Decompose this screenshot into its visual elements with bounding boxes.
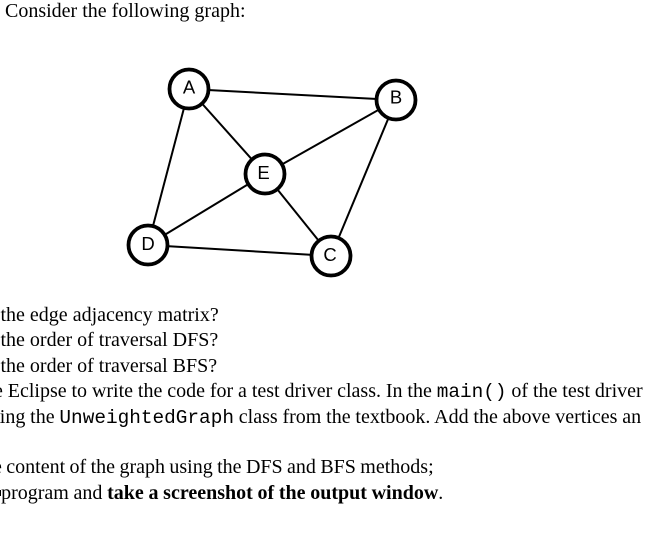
- svg-text:B: B: [390, 87, 402, 108]
- svg-text:D: D: [141, 233, 154, 254]
- svg-text:A: A: [183, 77, 196, 98]
- svg-text:E: E: [257, 162, 269, 183]
- svg-text:C: C: [323, 244, 336, 265]
